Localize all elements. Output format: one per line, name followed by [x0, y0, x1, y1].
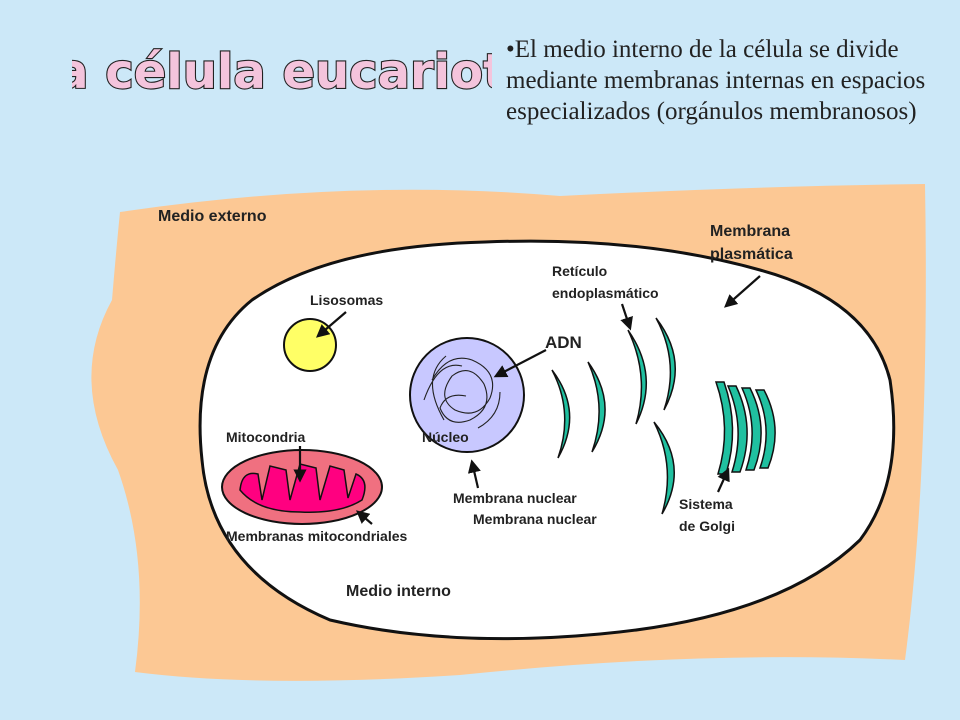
label-sistema-golgi: de Golgi [679, 518, 735, 534]
bullet-text: •El medio interno de la célula se divide… [506, 36, 926, 125]
er-cisterna [627, 329, 647, 425]
er-cisterna [587, 361, 606, 453]
label-reticulo: endoplasmático [552, 285, 659, 301]
label-sistema-golgi: Sistema [679, 496, 733, 512]
title-text: La célula eucariota [72, 44, 492, 100]
arrow-adn [493, 349, 547, 378]
label-reticulo: Retículo [552, 263, 607, 279]
mitochondria-cristae [239, 463, 366, 513]
arrow-golgi [716, 467, 730, 493]
dna-strand [423, 355, 501, 429]
golgi-cisterna [726, 385, 748, 473]
golgi-cisterna [754, 389, 776, 469]
er-cisterna [653, 421, 675, 515]
label-membrana-plasmatica: plasmática [710, 246, 793, 263]
label-nucleo: Núcleo [422, 429, 469, 445]
label-medio-externo: Medio externo [158, 208, 267, 225]
label-membrana-nuclear-2: Membrana nuclear [473, 511, 597, 527]
arrow-lisosomas [315, 311, 347, 338]
arrow-membrana-nuclear [467, 459, 481, 489]
label-adn: ADN [545, 333, 582, 352]
arrow-reticulo [620, 303, 633, 331]
arrow-membrana-plasmatica [724, 275, 761, 308]
endoplasmic-reticulum [551, 317, 676, 515]
cell-membrane [198, 239, 896, 641]
er-cisterna [655, 317, 676, 411]
arrow-membranas-mitocondriales [355, 510, 373, 525]
label-membrana-plasmatica: Membrana [710, 223, 790, 240]
title: La célula eucariota [72, 43, 492, 101]
label-membrana-nuclear: Membrana nuclear [453, 490, 577, 506]
golgi-cisterna [740, 387, 762, 471]
label-mitocondria: Mitocondria [226, 429, 306, 445]
label-lisosomas: Lisosomas [310, 292, 383, 308]
label-medio-interno: Medio interno [346, 583, 451, 600]
label-membranas-mitocondriales: Membranas mitocondriales [226, 528, 407, 544]
er-cisterna [551, 369, 571, 459]
